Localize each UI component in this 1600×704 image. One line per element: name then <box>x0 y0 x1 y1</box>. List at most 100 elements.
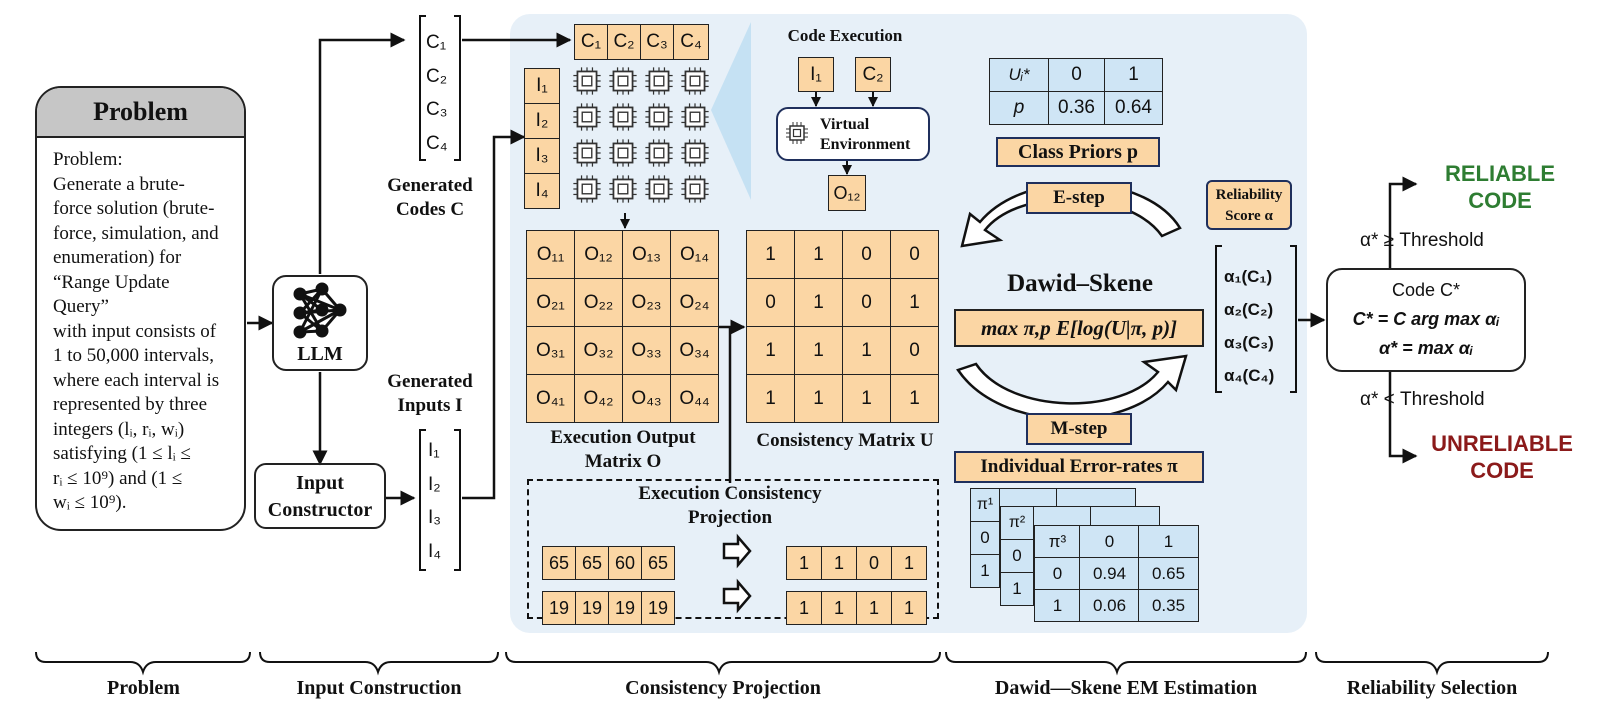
problem-line: satisfying (1 ≤ lᵢ ≤ <box>53 443 191 464</box>
arrow-unreliable <box>1388 372 1418 464</box>
output-matrix-caption-line-2: Matrix O <box>584 451 662 472</box>
projection-arrow-2 <box>722 578 752 614</box>
brace-reliability-selection <box>1315 651 1549 676</box>
prior-table-header: 0 <box>1048 58 1105 92</box>
inputs-right-bracket <box>454 429 461 571</box>
unreliable-line-2: CODE <box>1470 458 1534 483</box>
virtual-environment-label: Virtual Environment <box>820 115 910 155</box>
projection-output-cell: 1 <box>821 591 857 625</box>
reliability-score-line-1: Reliability <box>1215 187 1283 203</box>
output-matrix-cell: O₂₃ <box>622 278 671 327</box>
zoom-triangle <box>711 22 751 200</box>
stage-label-reliability-selection: Reliability Selection <box>1346 677 1518 699</box>
output-matrix-cell: O₂₄ <box>670 278 719 327</box>
code-item: C₃ <box>426 99 448 120</box>
pi3-cell: 0.94 <box>1079 557 1140 590</box>
pi2-row-label: 1 <box>1000 572 1034 606</box>
consistency-matrix-cell: 1 <box>746 230 795 279</box>
input-item: I₄ <box>428 540 442 562</box>
output-matrix-cell: O₄₂ <box>574 374 623 423</box>
alpha-item: α₃(C₃) <box>1224 333 1274 352</box>
consistency-matrix-cell: 1 <box>794 326 843 375</box>
output-matrix-cell: O₁₄ <box>670 230 719 279</box>
matrix-input-header: I₁ <box>524 68 560 104</box>
consistency-matrix-caption: Consistency Matrix U <box>756 430 934 451</box>
stage-label-input-construction: Input Construction <box>296 677 462 699</box>
consistency-matrix-cell: 0 <box>890 230 939 279</box>
inputs-left-bracket <box>419 429 426 571</box>
chip-icon <box>680 102 710 132</box>
consistency-matrix-cell: 1 <box>794 278 843 327</box>
matrix-code-header: C₃ <box>640 24 674 60</box>
problem-description: Problem: Generate a brute- force solutio… <box>37 138 244 516</box>
alpha-list: α₁(C₁) α₂(C₂) α₃(C₃) α₄(C₄) <box>1224 260 1274 392</box>
unreliable-code-label: UNRELIABLE CODE <box>1418 430 1586 484</box>
output-matrix-cell: O₁₂ <box>574 230 623 279</box>
consistency-matrix-cell: 1 <box>794 374 843 423</box>
consistency-matrix-cell: 1 <box>746 374 795 423</box>
pi3-cell: 0 <box>1034 557 1081 590</box>
threshold-high: α* ≥ Threshold <box>1360 230 1484 251</box>
dawid-skene-title: Dawid–Skene <box>1007 270 1153 297</box>
code-execution-title: Code Execution <box>787 26 903 45</box>
inputs-caption-line-1: Generated <box>387 371 473 392</box>
chip-icon <box>608 138 638 168</box>
chip-icon <box>608 102 638 132</box>
chip-icon <box>680 66 710 96</box>
problem-line: represented by three <box>53 394 208 415</box>
problem-line: 1 to 50,000 intervals, <box>53 345 214 366</box>
alpha-item: α₄(C₄) <box>1224 366 1275 385</box>
output-matrix-caption: Execution Output Matrix O <box>520 426 726 474</box>
problem-line: Problem: <box>53 149 123 170</box>
reliable-line-2: CODE <box>1468 188 1532 213</box>
inputs-caption-line-2: Inputs I <box>397 395 463 416</box>
consistency-matrix-cell: 1 <box>890 278 939 327</box>
consistency-matrix-cell: 1 <box>890 374 939 423</box>
unreliable-line-1: UNRELIABLE <box>1431 431 1573 456</box>
pi3-cell: 1 <box>1034 589 1081 622</box>
e-step-label: E-step <box>1026 182 1132 214</box>
chip-icon <box>680 138 710 168</box>
consistency-matrix-cell: 0 <box>842 230 891 279</box>
projection-input-cell: 19 <box>641 591 675 625</box>
chip-icon <box>572 66 602 96</box>
codes-caption-line-2: Codes C <box>395 199 465 220</box>
selected-code-box: Code C* C* = C arg max αᵢ α* = max αᵢ <box>1326 268 1526 372</box>
output-matrix-cell: O₂₁ <box>526 278 575 327</box>
output-matrix-cell: O₁₃ <box>622 230 671 279</box>
matrix-code-header: C₁ <box>574 24 608 60</box>
chip-icon <box>572 174 602 204</box>
inputs-caption: Generated Inputs I <box>374 370 486 418</box>
projection-input-cell: 19 <box>575 591 609 625</box>
output-matrix-cell: O₃₃ <box>622 326 671 375</box>
llm-label: LLM <box>297 343 343 365</box>
pi3-cell: 0.65 <box>1138 557 1199 590</box>
input-constructor-label-2: Constructor <box>267 499 373 521</box>
pi1-row-label: 1 <box>970 554 1000 588</box>
chip-icon <box>644 102 674 132</box>
output-matrix-cell: O₂₂ <box>574 278 623 327</box>
consistency-matrix-cell: 0 <box>746 278 795 327</box>
matrix-code-header: C₂ <box>607 24 641 60</box>
projection-output-cell: 1 <box>821 546 857 580</box>
consistency-matrix-cell: 1 <box>794 230 843 279</box>
prior-table-label: p <box>989 91 1049 125</box>
projection-input-cell: 65 <box>542 546 576 580</box>
projection-title-line-2: Projection <box>687 507 773 528</box>
pi3-cell: 0.35 <box>1138 589 1199 622</box>
pi2-row-label: 0 <box>1000 539 1034 573</box>
class-priors-label: Class Priors p <box>996 137 1160 167</box>
pi3-cell: 1 <box>1138 525 1199 558</box>
prior-table-cell: 0.36 <box>1048 91 1105 125</box>
prior-table-header: Uᵢ* <box>989 58 1049 92</box>
arrow-llm-codes <box>318 32 406 274</box>
alpha-item: α₁(C₁) <box>1224 267 1273 286</box>
virtual-environment-box: Virtual Environment <box>776 107 930 161</box>
output-matrix-cell: O₃₁ <box>526 326 575 375</box>
stage-label-dawid-skene: Dawid—Skene EM Estimation <box>994 677 1258 699</box>
problem-card: Problem Problem: Generate a brute- force… <box>35 86 246 531</box>
projection-arrow-1 <box>722 533 752 569</box>
input-constructor-box: Input Constructor <box>254 463 386 529</box>
